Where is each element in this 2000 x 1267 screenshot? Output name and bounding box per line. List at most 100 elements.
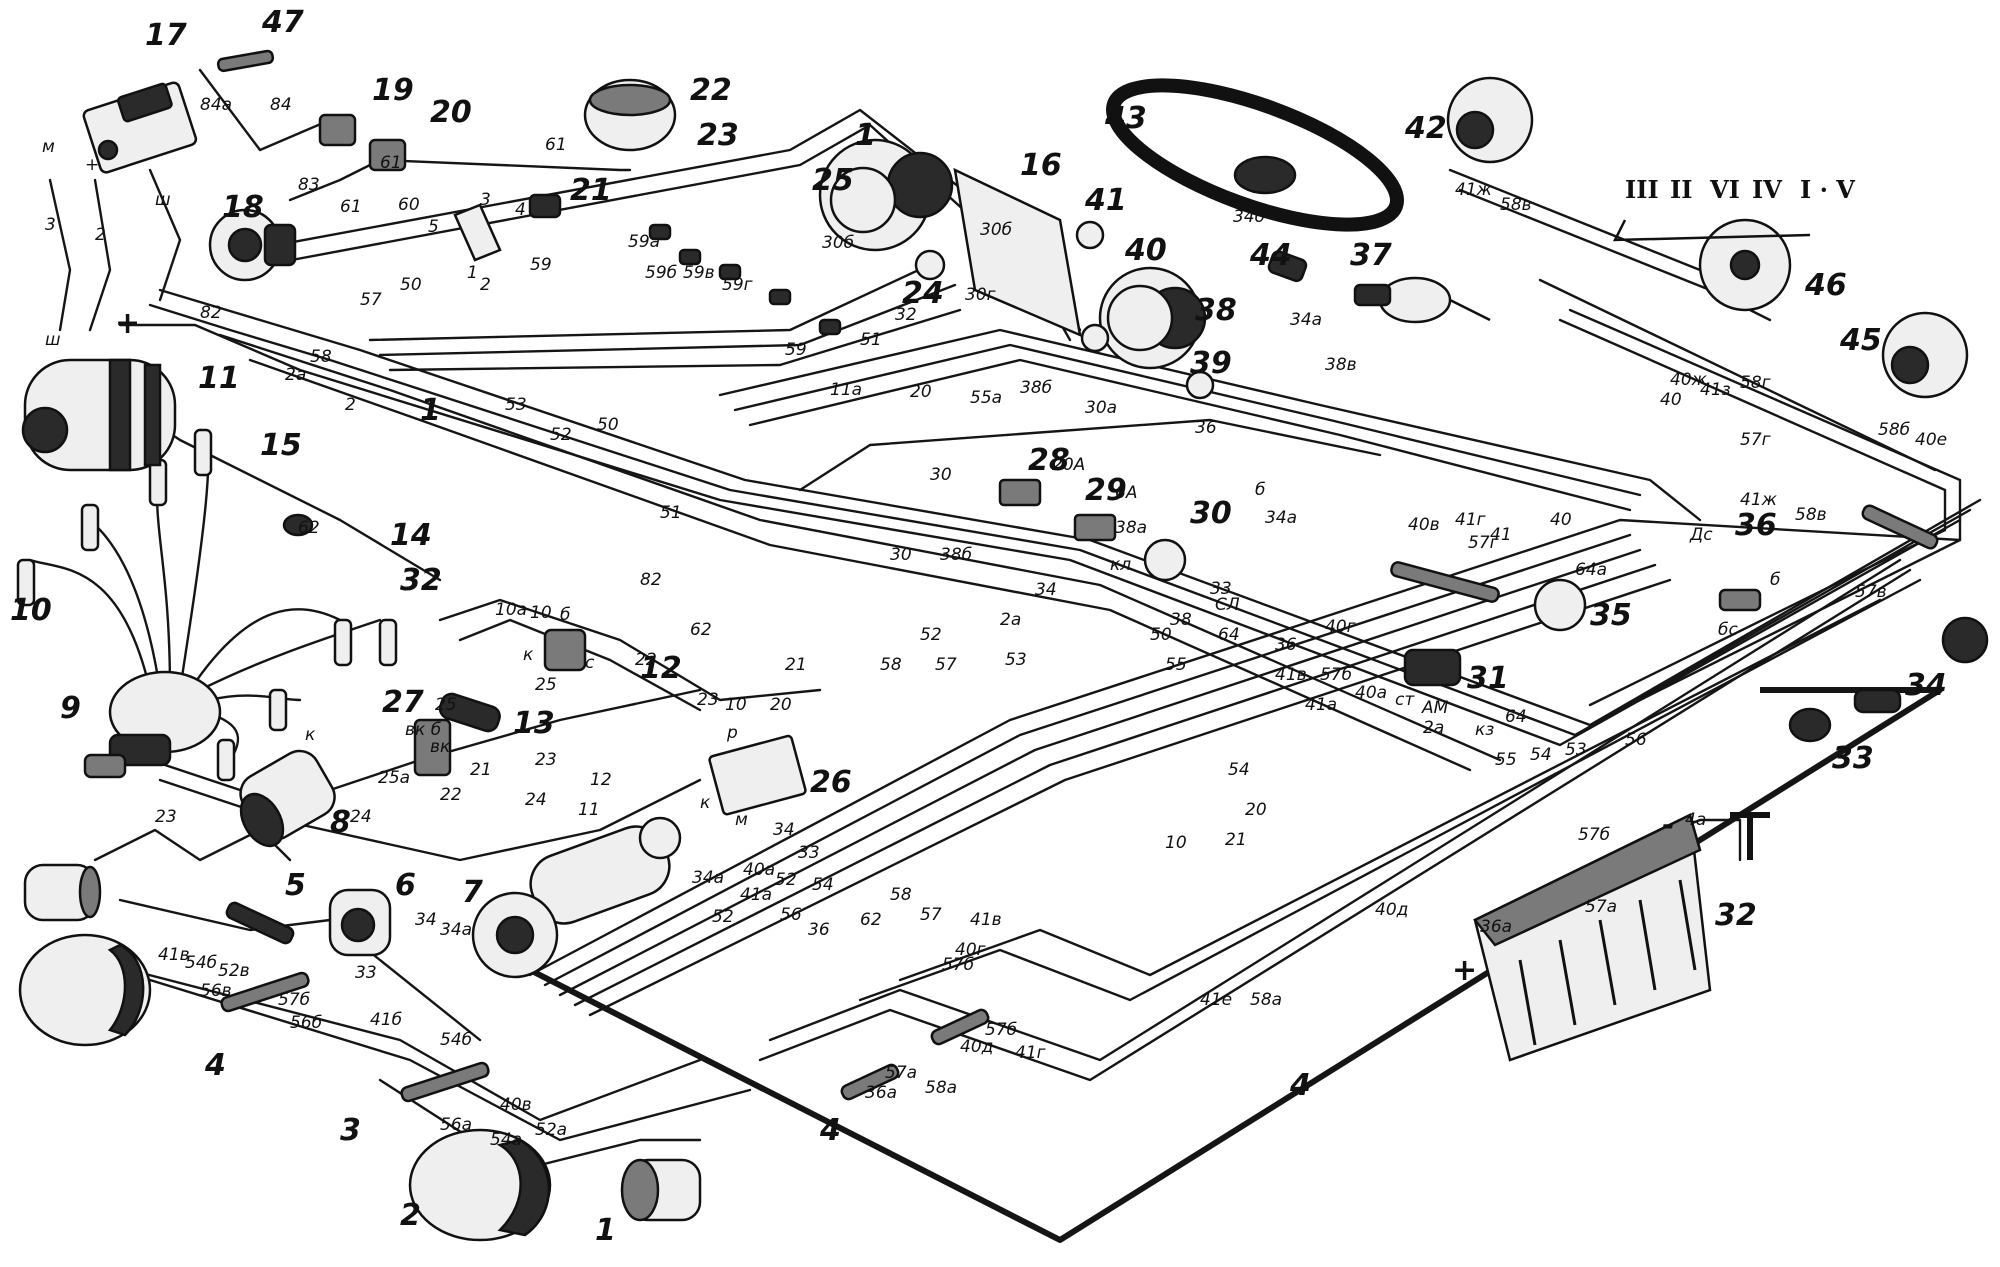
harness-front-2 — [118, 898, 482, 1042]
wire-label: 53 — [1565, 740, 1587, 760]
wire-label: 3 — [45, 215, 56, 235]
wire-label: 10а — [495, 600, 527, 620]
switch-44 — [1267, 250, 1308, 283]
component-number: 35 — [1590, 598, 1632, 633]
wire-label: 20 — [910, 382, 932, 402]
component-number: 39 — [1190, 346, 1232, 381]
ignition-coil — [239, 749, 336, 848]
wire-label: 36а — [1480, 917, 1512, 937]
component-number: 29 — [1085, 473, 1127, 508]
roman-bracket — [1612, 219, 1811, 242]
component-number: + — [115, 306, 140, 341]
wire-label: 54 — [1228, 760, 1250, 780]
wire-label: 57б — [1578, 825, 1610, 845]
component-number: 5 — [285, 868, 306, 903]
wire-label: 38а — [1115, 518, 1147, 538]
wire-label: 41в — [970, 910, 1002, 930]
wire-label: вк б — [405, 720, 441, 740]
component-number: 4 — [819, 1113, 841, 1148]
wire-label: ш — [45, 330, 61, 350]
wire-label: 5 — [428, 217, 439, 237]
wire-label: 60 — [398, 195, 420, 215]
wire-label: 6А — [1115, 483, 1137, 503]
component-number: 37 — [1350, 238, 1392, 273]
side-light-left — [23, 863, 102, 922]
wire-label: 56б — [290, 1013, 322, 1033]
temp-sender — [225, 901, 295, 945]
wire-label: 33 — [355, 963, 377, 983]
wire-label: 11а — [830, 380, 862, 400]
wire-label: 52в — [218, 961, 250, 981]
harness-loop-1 — [768, 558, 1902, 1062]
component-number: + — [1452, 953, 1477, 988]
indicator-39 — [1185, 370, 1215, 400]
combination-switch — [453, 203, 502, 262]
wire-label: 53 — [505, 395, 527, 415]
wire-label: 36 — [1275, 635, 1297, 655]
panel-lamps — [648, 223, 842, 336]
wire-label: 41з — [1700, 380, 1731, 400]
harness-loop-3 — [858, 578, 1922, 1002]
wire-label: 22 — [440, 785, 462, 805]
wire-label: 57г — [1740, 430, 1771, 450]
switch-position-label: VI — [1709, 175, 1740, 204]
wire-label: 54 — [1530, 745, 1552, 765]
wire-label: 82 — [200, 303, 222, 323]
wire-label: 58 — [880, 655, 902, 675]
terminal-strip-4 — [220, 971, 310, 1013]
wire-label: 84а — [200, 95, 232, 115]
harness-right-3 — [1538, 278, 1937, 472]
indicator-40 — [1080, 323, 1110, 353]
wire-label: 41а — [1305, 695, 1337, 715]
wire-label: 40г — [955, 940, 986, 960]
wire-label: 58 — [890, 885, 912, 905]
wire-label: 2а — [285, 365, 306, 385]
wire-label: 36а — [865, 1083, 897, 1103]
wire-label: 41б — [370, 1010, 402, 1030]
central-switch-46 — [1698, 218, 1792, 312]
wire-label: 59в — [683, 263, 715, 283]
component-number: 45 — [1839, 323, 1882, 358]
wire-label: 59б — [645, 263, 677, 283]
wire-label: 54б — [185, 953, 217, 973]
wire-label: 52 — [775, 870, 797, 890]
component-number: 42 — [1404, 111, 1447, 146]
wire-label: м — [735, 810, 748, 830]
wire-label: к — [523, 645, 534, 665]
turn-switch-37 — [1353, 276, 1491, 324]
wire-label: б — [1770, 570, 1780, 590]
component-number: 1 — [420, 393, 441, 428]
wire-label: 83 — [298, 175, 320, 195]
component-number: 43 — [1104, 101, 1147, 136]
spark-wire-6 — [198, 618, 382, 692]
wire-label: 38в — [1325, 355, 1357, 375]
wire-label: 41г — [1455, 510, 1486, 530]
wire-label: 38б — [940, 545, 972, 565]
spark-wire-5 — [188, 608, 342, 692]
harness-front-4 — [148, 978, 752, 1142]
wire-label: 52 — [550, 425, 572, 445]
indicator-41 — [1075, 220, 1105, 250]
wire-label: 50 — [400, 275, 422, 295]
wire-label: 57 — [935, 655, 957, 675]
harness-reg-4 — [198, 68, 332, 152]
wire-label: 21 — [785, 655, 807, 675]
component-number: 4 — [1289, 1068, 1311, 1103]
wire-label: 1 — [467, 263, 478, 283]
wire-label: м — [42, 137, 55, 157]
wire-label: 57б — [278, 990, 310, 1010]
component-number: 12 — [640, 651, 682, 686]
component-number: 34 — [1905, 668, 1947, 703]
wire-label: 25 — [535, 675, 557, 695]
wire-label: 10 — [530, 603, 552, 623]
harness-rear-4 — [573, 563, 1657, 1007]
wire-label: 40е — [1915, 430, 1947, 450]
spark-wire-7 — [208, 694, 302, 702]
underhood-lamp — [282, 513, 314, 537]
wire-label: 41е — [1200, 990, 1232, 1010]
spark-wire-1 — [28, 558, 152, 692]
harness-reg-3 — [48, 178, 72, 332]
wire-label: 59г — [722, 275, 753, 295]
